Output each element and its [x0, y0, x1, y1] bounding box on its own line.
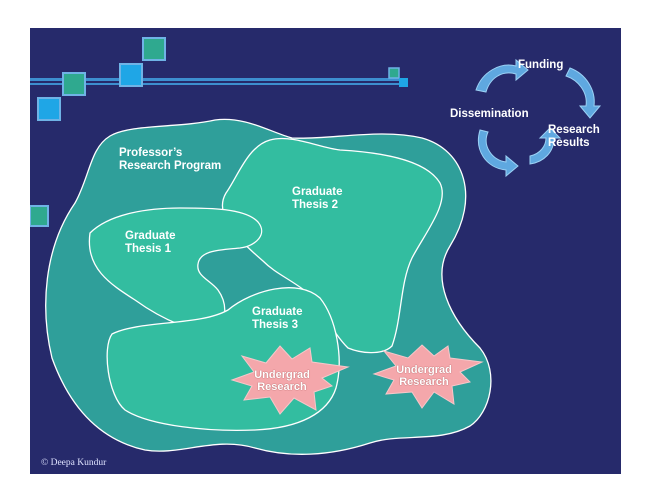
cycle-arrow-bottom-right: [529, 127, 562, 165]
header-stripe-bottom: [30, 83, 402, 85]
undergrad-burst-1: [230, 345, 350, 415]
undergrad-1-label: Undergrad Research: [254, 369, 310, 393]
slide-background: Professor’s Research Program Graduate Th…: [30, 28, 621, 474]
thesis-1-region: [88, 207, 263, 332]
diagram-canvas: [30, 37, 602, 455]
dissemination-label: Dissemination: [450, 108, 529, 120]
thesis-3-label: Graduate Thesis 3: [252, 306, 303, 331]
thesis-2-label: Graduate Thesis 2: [292, 186, 343, 211]
deco-square-5: [388, 67, 400, 79]
cycle-arrow-bottom: [478, 129, 519, 178]
deco-square-6: [399, 78, 408, 87]
deco-square-1: [142, 37, 166, 61]
funding-label: Funding: [518, 59, 564, 71]
thesis-2-region: [221, 137, 443, 354]
deco-square-4: [37, 97, 61, 121]
professor-program-label: Professor’s Research Program: [119, 147, 222, 172]
thesis-1-label: Graduate Thesis 1: [125, 230, 176, 255]
deco-square-7: [30, 205, 49, 227]
cycle-arrow-right: [565, 67, 602, 119]
circular-arrow-icon: [475, 58, 602, 178]
deco-square-2: [119, 63, 143, 87]
deco-square-3: [62, 72, 86, 96]
header-stripe-top: [30, 78, 402, 81]
decorative-header: [30, 37, 408, 227]
research-results-label: Research Results: [548, 124, 600, 149]
undergrad-2-label: Undergrad Research: [396, 364, 452, 388]
cycle-arrow-top: [475, 58, 529, 93]
undergrad-burst-2: [372, 344, 484, 409]
copyright-notice: © Deepa Kundur: [41, 458, 107, 468]
